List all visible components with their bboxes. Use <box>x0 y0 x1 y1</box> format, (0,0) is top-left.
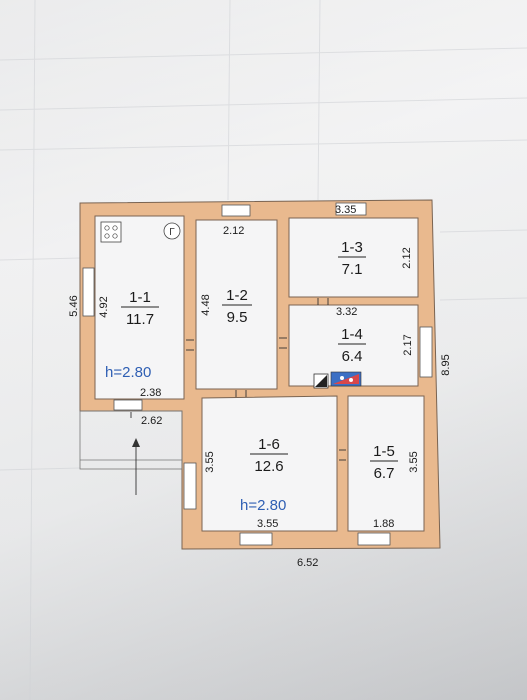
room-1-2-area <box>195 219 278 390</box>
room-1-3-area-value: 7.1 <box>342 261 363 278</box>
room-1-6-area-value: 12.6 <box>254 458 283 475</box>
dim-r11-bottom: 2.38 <box>140 387 161 399</box>
room-1-4-id: 1-4 <box>341 326 363 343</box>
dim-r13-right: 2.12 <box>401 247 413 268</box>
dim-outer-right: 8.95 <box>440 354 452 375</box>
room-1-1-id: 1-1 <box>129 289 151 306</box>
dim-r12-top: 2.12 <box>223 225 244 237</box>
dim-r16-left: 3.55 <box>204 451 216 472</box>
dim-r16-bottom: 3.55 <box>257 518 278 530</box>
gas-meter-icon <box>163 222 181 240</box>
entrance-arrow-icon <box>132 438 140 447</box>
gas-symbol: Г <box>169 227 175 238</box>
room-1-5-area-value: 6.7 <box>374 465 395 482</box>
porch <box>79 410 183 495</box>
dim-r14-top: 3.32 <box>336 306 357 318</box>
window-left-r11 <box>82 267 95 317</box>
dimension-labels: 5.46 4.92 2.38 2.62 2.12 4.48 3.35 2.12 … <box>68 204 452 569</box>
dim-porch-width: 2.62 <box>141 415 162 427</box>
dim-r15-bottom: 1.88 <box>373 518 394 530</box>
room-1-3-area <box>288 217 419 298</box>
window-left-r16 <box>183 462 197 510</box>
window-top-r13 <box>335 202 367 216</box>
dim-outer-left: 5.46 <box>68 295 80 316</box>
windows <box>82 202 433 546</box>
room-1-6-area <box>201 395 338 532</box>
window-bottom-r11 <box>113 399 143 411</box>
room-1-4-area-value: 6.4 <box>342 348 363 365</box>
dim-r11-height: 4.92 <box>98 296 110 317</box>
ceiling-height-upper: h=2.80 <box>105 364 151 381</box>
window-top-r12 <box>221 204 251 217</box>
dim-outer-bottom: 6.52 <box>297 557 318 569</box>
dim-r15-right: 3.55 <box>408 451 420 472</box>
window-right-r14 <box>419 326 433 378</box>
room-1-5-area <box>347 395 425 532</box>
room-1-2-area-value: 9.5 <box>227 309 248 326</box>
rooms-interiors <box>94 215 425 532</box>
ceiling-height-lower: h=2.80 <box>240 497 286 514</box>
window-bottom-r16 <box>239 532 273 546</box>
window-bottom-r15 <box>357 532 391 546</box>
dim-r13-top: 3.35 <box>335 204 356 216</box>
room-1-3-id: 1-3 <box>341 239 363 256</box>
room-1-5-id: 1-5 <box>373 443 395 460</box>
stove-icon <box>100 221 122 243</box>
room-1-4-area <box>288 304 419 387</box>
room-1-1-area <box>94 215 185 400</box>
dim-r14-right: 2.17 <box>402 334 414 355</box>
room-1-2-id: 1-2 <box>226 287 248 304</box>
doors <box>130 298 346 461</box>
appliances: Г <box>100 221 362 389</box>
room-labels: 1-1 11.7 1-2 9.5 1-3 7.1 1-4 6.4 1-5 6.7… <box>105 239 398 514</box>
dim-r12-height: 4.48 <box>200 294 212 315</box>
room-1-1-area-value: 11.7 <box>126 311 154 328</box>
room-1-6-id: 1-6 <box>258 436 280 453</box>
